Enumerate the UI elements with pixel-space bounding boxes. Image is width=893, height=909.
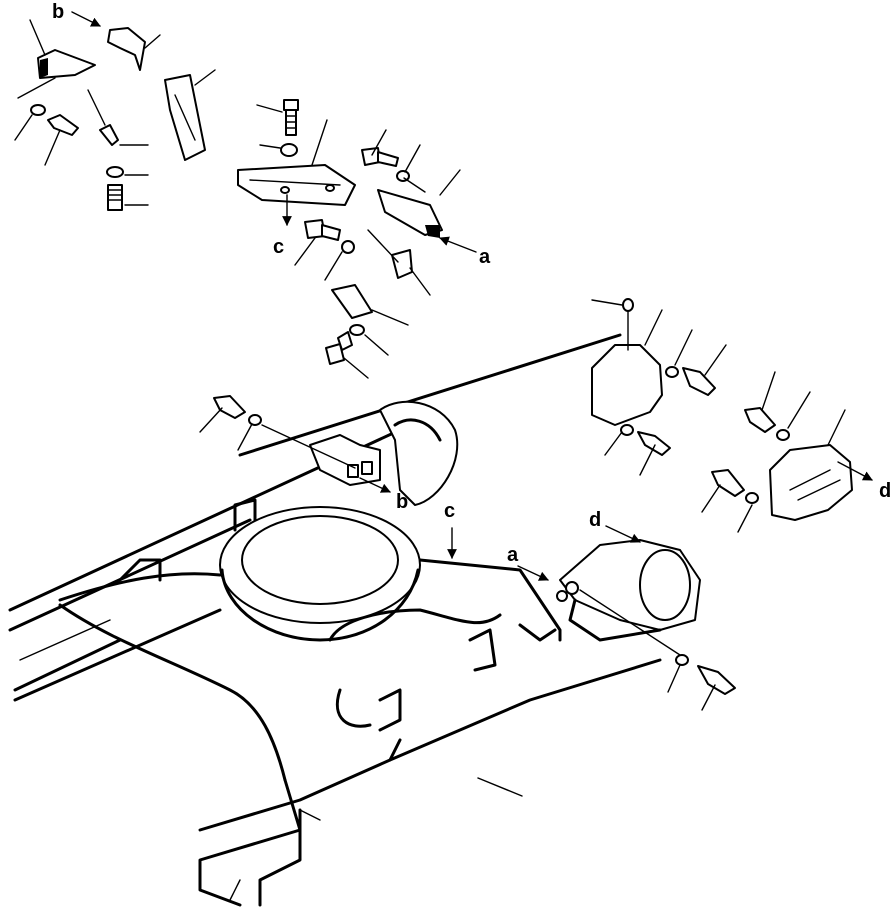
leader-lines-top-center xyxy=(256,104,461,379)
callout-d-frame: d xyxy=(589,509,641,543)
callout-label-a-frame: a xyxy=(507,544,519,566)
frame-bolt-group xyxy=(199,395,736,797)
callout-a-top: a xyxy=(439,236,491,268)
rear-mount-housing xyxy=(309,400,459,506)
callout-label-c-top: c xyxy=(273,236,284,258)
callout-label-a-top: a xyxy=(479,246,491,268)
top-center-bracket-group xyxy=(237,99,443,365)
callout-label-d-frame: d xyxy=(589,509,601,531)
callout-label-c-frame: c xyxy=(444,500,455,522)
callout-label-b-top: b xyxy=(52,1,64,23)
track-frame xyxy=(8,333,662,907)
right-cover-group xyxy=(591,298,853,521)
callout-a-frame: a xyxy=(507,544,549,581)
callout-label-d-right: d xyxy=(879,480,891,502)
leader-lines-top-left xyxy=(14,19,216,206)
leader-lines-right xyxy=(591,299,846,533)
top-left-bracket-group xyxy=(30,27,206,211)
callout-c-top: c xyxy=(273,194,292,258)
callout-label-b-frame: b xyxy=(396,491,408,513)
callout-b-frame: b xyxy=(359,477,408,513)
callout-b-top: b xyxy=(52,1,101,27)
right-end-housing xyxy=(556,539,701,642)
callout-d-right: d xyxy=(837,461,891,502)
callout-c-frame: c xyxy=(444,500,457,559)
swing-circle-ring xyxy=(219,506,421,642)
